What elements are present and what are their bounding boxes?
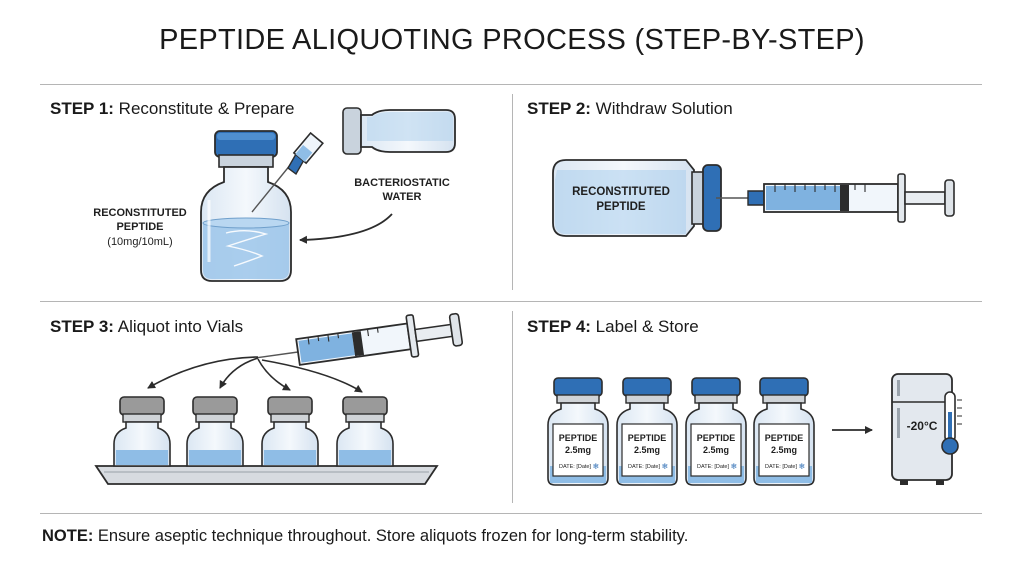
snowflake-icon: ❄ bbox=[662, 462, 669, 471]
step1-vial-label-line1: RECONSTITUTED bbox=[93, 207, 187, 219]
step1-peptide-vial bbox=[200, 130, 292, 282]
step1-vial-label-line3: (10mg/10mL) bbox=[107, 236, 172, 248]
step-2-number: STEP 2: bbox=[527, 99, 591, 118]
vial-label-amount: 2.5mg bbox=[565, 445, 591, 455]
divider-bottom bbox=[40, 513, 982, 514]
step-4-heading: STEP 4: Label & Store bbox=[527, 317, 699, 337]
snowflake-icon: ❄ bbox=[731, 462, 738, 471]
step3-tray bbox=[94, 465, 439, 485]
step3-aliquot-vials bbox=[113, 396, 394, 467]
note-text: Ensure aseptic technique throughout. Sto… bbox=[93, 527, 689, 545]
step1-flow-arrow bbox=[299, 213, 393, 244]
footer-note: NOTE: Ensure aseptic technique throughou… bbox=[42, 527, 688, 546]
step-1-label: Reconstitute & Prepare bbox=[118, 99, 295, 118]
step2-vial-label-line2: PEPTIDE bbox=[596, 201, 646, 213]
step-1-heading: STEP 1: Reconstitute & Prepare bbox=[50, 99, 294, 119]
vial-label-amount: 2.5mg bbox=[634, 445, 660, 455]
step-1-number: STEP 1: bbox=[50, 99, 114, 118]
vial-label-date: DATE: [Date] bbox=[628, 464, 660, 470]
step-2-heading: STEP 2: Withdraw Solution bbox=[527, 99, 733, 119]
step-3-heading: STEP 3: Aliquot into Vials bbox=[50, 317, 243, 337]
vial-label-name: PEPTIDE bbox=[765, 433, 804, 443]
divider-vertical-bottom bbox=[512, 311, 513, 503]
snowflake-icon: ❄ bbox=[593, 462, 600, 471]
freezer-temp-label: -20°C bbox=[907, 419, 938, 433]
divider-top bbox=[40, 84, 982, 85]
step1-vial-label-line2: PEPTIDE bbox=[116, 221, 163, 233]
step1-water-label-line2: WATER bbox=[383, 191, 422, 203]
vial-label-date: DATE: [Date] bbox=[559, 464, 591, 470]
vial-label-name: PEPTIDE bbox=[628, 433, 667, 443]
step-4-label: Label & Store bbox=[595, 317, 699, 336]
step-3-number: STEP 3: bbox=[50, 317, 114, 336]
snowflake-icon: ❄ bbox=[799, 462, 806, 471]
step1-water-label-line1: BACTERIOSTATIC bbox=[354, 177, 450, 189]
step-2-label: Withdraw Solution bbox=[595, 99, 733, 118]
step1-syringe bbox=[251, 131, 324, 213]
step2-syringe bbox=[716, 173, 955, 223]
step2-vial bbox=[552, 159, 722, 237]
vial-label-amount: 2.5mg bbox=[771, 445, 797, 455]
vial-label-amount: 2.5mg bbox=[703, 445, 729, 455]
divider-middle bbox=[40, 301, 982, 302]
vial-label-name: PEPTIDE bbox=[697, 433, 736, 443]
step3-distribution-arrows bbox=[147, 356, 363, 393]
vial-label-date: DATE: [Date] bbox=[697, 464, 729, 470]
page-title: PEPTIDE ALIQUOTING PROCESS (STEP-BY-STEP… bbox=[159, 24, 865, 56]
vial-label-date: DATE: [Date] bbox=[765, 464, 797, 470]
step2-vial-label-line1: RECONSTITUTED bbox=[572, 186, 670, 198]
step1-water-vial bbox=[342, 107, 456, 155]
vial-label-name: PEPTIDE bbox=[559, 433, 598, 443]
thermometer-icon bbox=[941, 391, 962, 455]
step-3-label: Aliquot into Vials bbox=[117, 317, 244, 336]
step-4-number: STEP 4: bbox=[527, 317, 591, 336]
step3-syringe bbox=[256, 312, 464, 366]
divider-vertical-top bbox=[512, 94, 513, 290]
note-prefix: NOTE: bbox=[42, 527, 94, 545]
